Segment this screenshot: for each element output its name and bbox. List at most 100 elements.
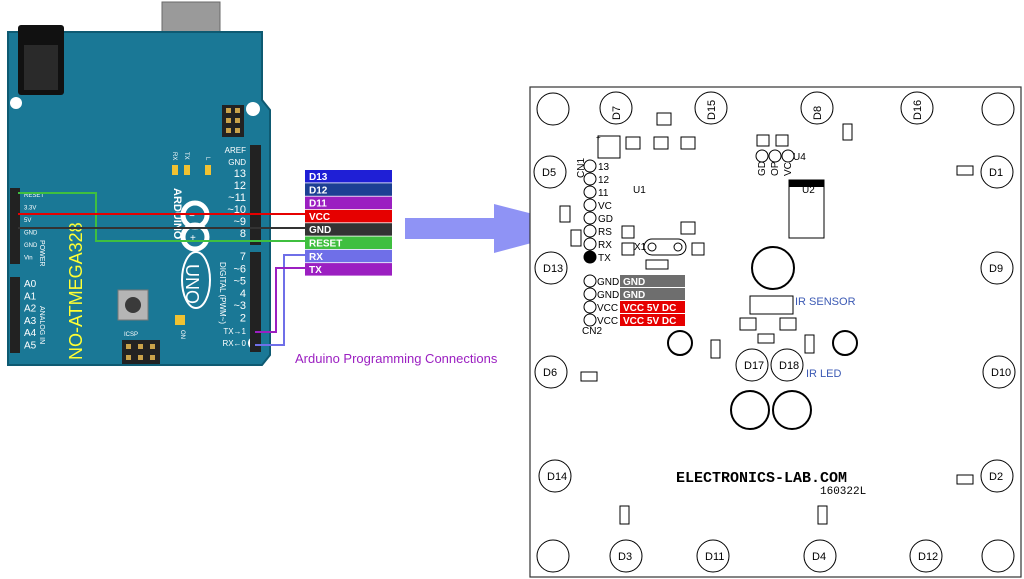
x1-label: X1 — [634, 242, 647, 253]
led-label: D8 — [812, 106, 824, 120]
analog-label: ANALOG IN — [38, 306, 45, 344]
svg-text:−: − — [189, 211, 195, 222]
analog-pin-label: A2 — [24, 304, 37, 315]
led-outline — [982, 355, 1016, 389]
wire-label-text: TX — [309, 265, 322, 276]
digital-pin-label: ~5 — [233, 276, 246, 288]
wire-label-bar — [305, 249, 392, 263]
led-outline — [900, 91, 934, 125]
rx-label: RX — [171, 152, 177, 160]
pcb-outline — [529, 86, 1022, 578]
pcb-title: ELECTRONICS-LAB.COM — [676, 470, 847, 487]
led-label: D16 — [912, 100, 924, 120]
wire-tx — [255, 267, 305, 333]
cn2-tag — [620, 275, 685, 287]
cn1-pin — [583, 172, 597, 186]
wire-label-bar — [305, 236, 392, 249]
wire-label-bar — [305, 170, 392, 183]
connection-wires — [18, 192, 305, 346]
led-label: D9 — [989, 263, 1003, 275]
cn2-tag — [620, 301, 685, 313]
power-pin-label: 5V — [24, 218, 31, 224]
led-label: D4 — [812, 551, 826, 563]
digital-pin-label: ~9 — [233, 216, 246, 228]
digital-pin-label: 2 — [240, 313, 246, 325]
led-outline — [534, 251, 568, 285]
cn2-pin-label: GND — [597, 277, 619, 288]
digital-pin-label: TX→1 — [223, 327, 246, 336]
cn1-pin — [583, 237, 597, 251]
u1-label: U1 — [633, 185, 646, 196]
led-outline — [980, 155, 1014, 189]
digital-pin-label: ~11 — [228, 192, 246, 204]
led-outline — [980, 251, 1014, 285]
digital-pin-label: RX←0 — [222, 339, 246, 348]
wire-label-bar — [305, 196, 392, 210]
led-label: D15 — [706, 100, 718, 120]
digital-header-top — [250, 145, 261, 245]
led-outline — [735, 348, 769, 382]
led-label: D14 — [547, 471, 567, 483]
icsp-bottom — [122, 340, 160, 364]
wire-label-bar — [305, 209, 392, 223]
u2-label: U2 — [802, 185, 815, 196]
led-outline — [803, 539, 837, 573]
analog-pin-label: A3 — [24, 316, 37, 327]
led-label: D13 — [543, 263, 563, 275]
ir-led-label: IR LED — [806, 368, 842, 380]
wire-label-text: D12 — [309, 185, 328, 196]
rev-label: R2 — [204, 365, 217, 376]
arduino-model: UNO — [182, 264, 202, 304]
power-pin-label: RESET — [24, 193, 44, 199]
cn2-pin — [583, 287, 597, 301]
led-label: D5 — [542, 167, 556, 179]
wire-reset — [18, 192, 305, 242]
u4-pin-op: OP — [770, 161, 781, 176]
cn1-pin-label: GD — [598, 214, 613, 225]
led-outline — [533, 155, 567, 189]
analog-pin-label: A5 — [24, 341, 37, 352]
u4-pin-vc: VC — [783, 162, 794, 176]
mount-hole — [246, 102, 260, 116]
cn1-pin-label: 12 — [598, 175, 610, 186]
cn2-tag-text: GND — [623, 277, 645, 288]
ir-led-2 — [772, 390, 812, 430]
crystal-x1 — [643, 238, 687, 256]
pcb-mount-hole — [536, 92, 570, 126]
on-label: ON — [179, 330, 185, 339]
led-outline — [909, 539, 943, 573]
digital-pin-label: 8 — [240, 228, 246, 240]
digital-pin-label: AREF — [225, 146, 246, 155]
cn2-label: CN2 — [582, 326, 602, 337]
cn2-tag-text: GND — [623, 290, 645, 301]
analog-header — [10, 277, 20, 353]
chip-label: NO-ATMEGA328 — [66, 222, 86, 360]
led-label: D12 — [918, 551, 938, 563]
wire-label-text: RESET — [309, 239, 342, 250]
power-pin-label: GND — [24, 243, 38, 249]
digital-pin-label: ~6 — [233, 263, 246, 275]
cn2-tag-text: VCC 5V DC — [623, 303, 676, 314]
led-label: D1 — [989, 167, 1003, 179]
cn2-pin — [583, 300, 597, 314]
cn1-pin — [583, 198, 597, 212]
digital-pin-label: ~3 — [233, 300, 246, 312]
wire-label-text: RX — [309, 252, 323, 263]
digital-pin-label: 13 — [234, 168, 246, 180]
digital-header-bottom — [250, 252, 261, 352]
cn2-pin — [583, 274, 597, 288]
arduino-board: − + ARDUINO UNO NO-ATMEGA328 DIGITAL (PW… — [7, 1, 271, 376]
arduino-pcb — [7, 31, 271, 366]
tx-label: TX — [183, 152, 189, 160]
pcb-mount-hole — [981, 92, 1015, 126]
wire-label-text: D11 — [309, 199, 327, 210]
led-label: D7 — [611, 106, 623, 120]
diagram-caption: Arduino Programming Connections — [295, 351, 498, 366]
mount-hole — [10, 97, 22, 109]
